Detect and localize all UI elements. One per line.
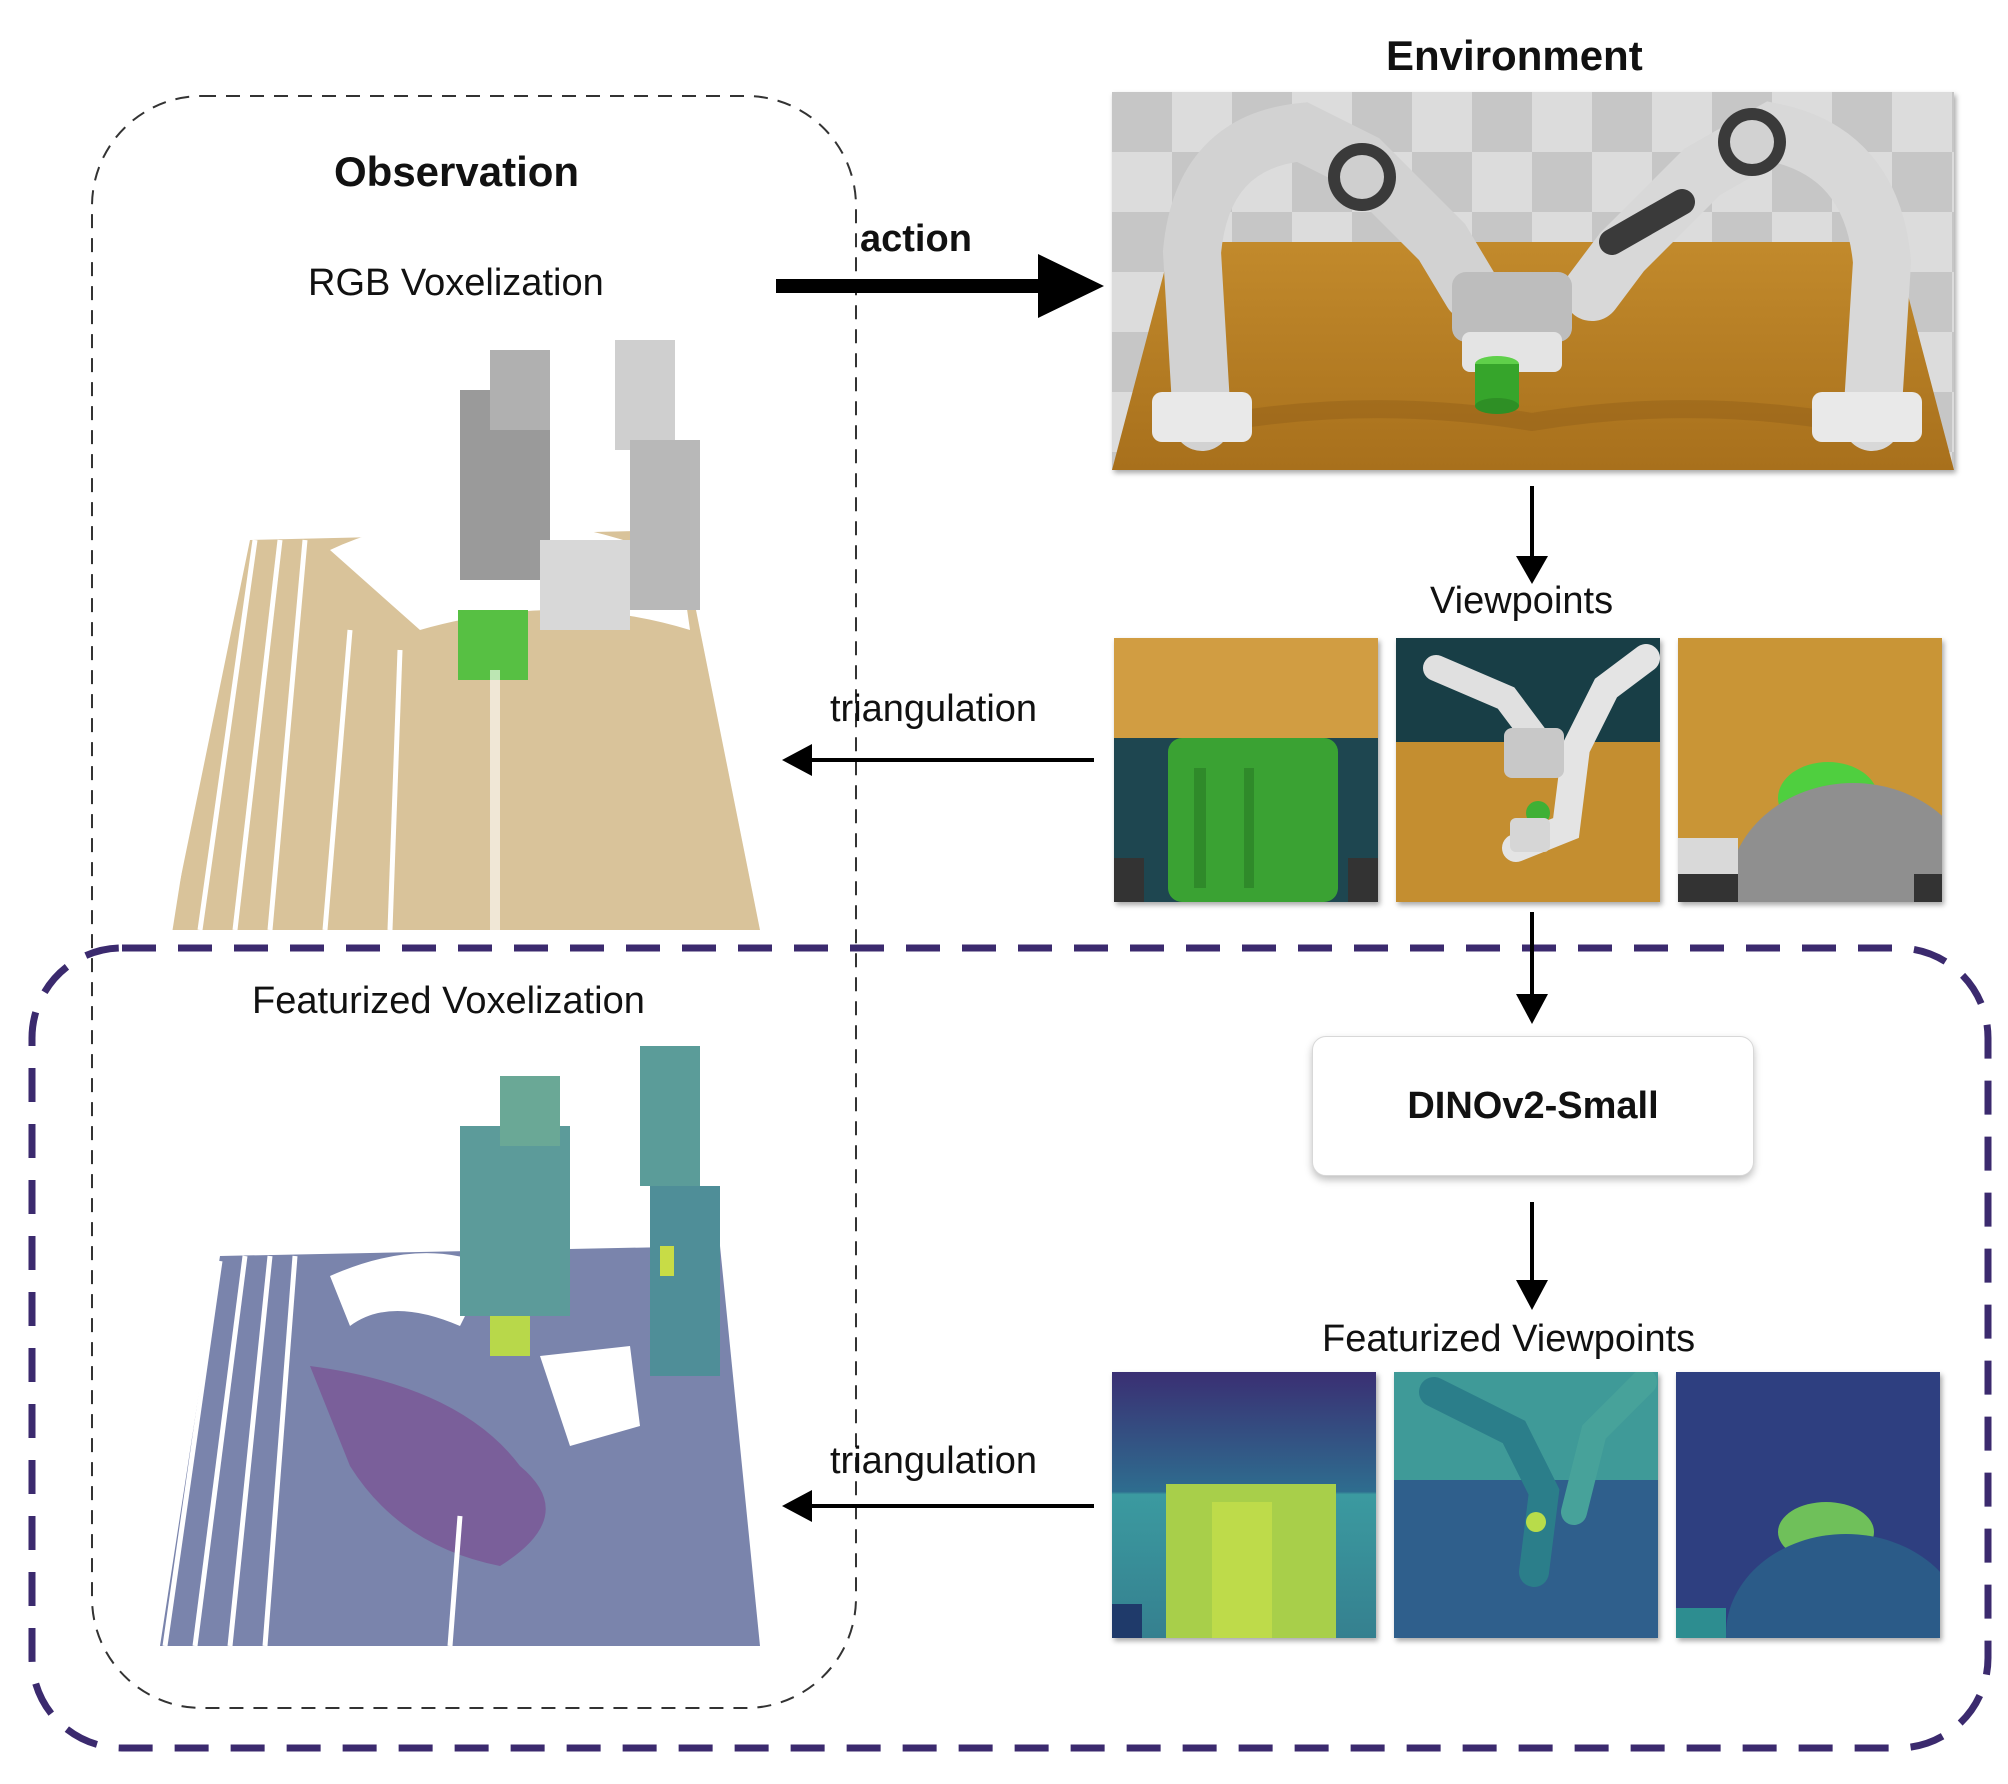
triangulation-bottom-arrow (782, 1490, 812, 1522)
featurized-voxelization-label: Featurized Voxelization (252, 980, 645, 1022)
featurized-viewpoint-image-2 (1394, 1372, 1658, 1638)
viewpoint-image-2 (1396, 638, 1660, 902)
observation-title: Observation (334, 148, 580, 195)
viewpoint-image-1 (1114, 638, 1378, 902)
observation-region (91, 95, 857, 1709)
viewpoints-label: Viewpoints (1430, 580, 1614, 622)
model-label: DINOv2-Small (1407, 1084, 1659, 1127)
viewpoint-image-3 (1678, 638, 1942, 902)
featurized-viewpoint-image-3 (1676, 1372, 1940, 1638)
featurized-region (28, 944, 1992, 1752)
rgb-voxelization-image (167, 340, 760, 931)
featurized-voxelization-image (160, 1046, 760, 1647)
rgb-voxelization-label: RGB Voxelization (308, 262, 604, 304)
action-label: action (860, 218, 972, 260)
action-arrow (1038, 254, 1104, 318)
environment-render-image (1112, 92, 1954, 470)
featurized-viewpoints-label: Featurized Viewpoints (1322, 1318, 1696, 1360)
viewpoints-down-arrow (1516, 994, 1548, 1024)
triangulation-bottom-label: triangulation (830, 1440, 1038, 1482)
environment-title: Environment (1386, 32, 1643, 79)
env-down-arrow (1516, 556, 1548, 584)
triangulation-top-label: triangulation (830, 688, 1038, 730)
dinov2-model-box: DINOv2-Small (1312, 1036, 1754, 1176)
featurized-viewpoint-image-1 (1112, 1372, 1376, 1638)
model-down-arrow (1516, 1280, 1548, 1310)
triangulation-top-arrow (782, 744, 812, 776)
